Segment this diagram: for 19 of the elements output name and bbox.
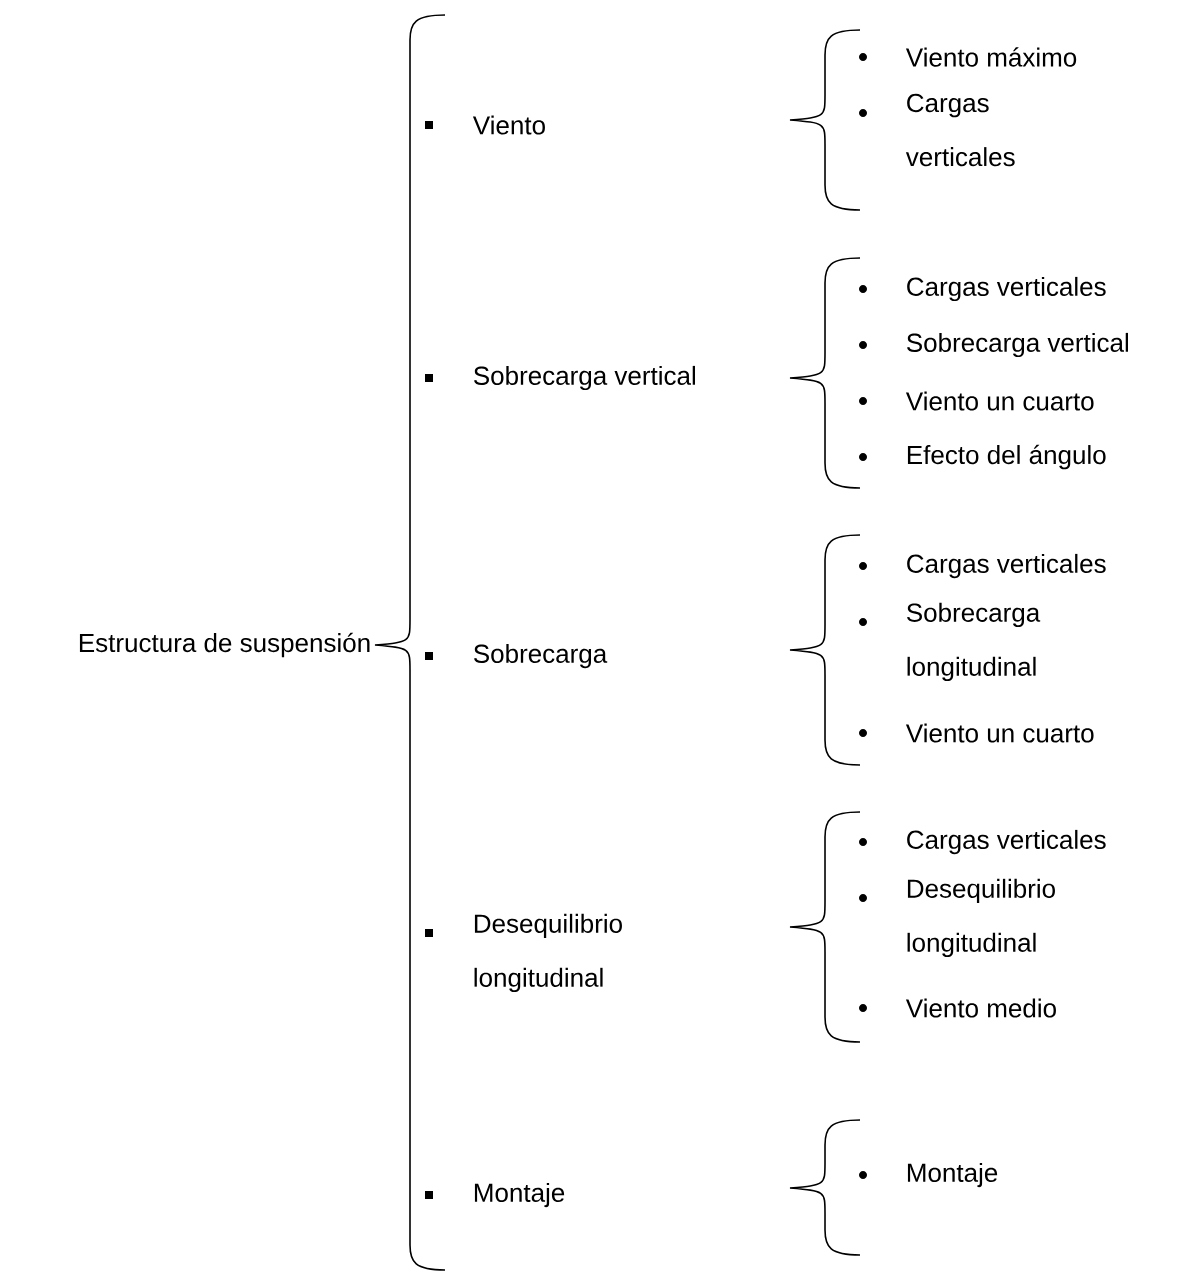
item-label: Cargas verticales (905, 93, 1015, 167)
item-label: Desequilibrio longitudinal (474, 913, 622, 993)
root-label: Estructura de suspensión (79, 632, 370, 658)
item-label: Cargas verticales (907, 276, 1106, 302)
item-label: Montaje (907, 1162, 998, 1188)
item-label: Desequilibrio longitudinal (907, 878, 1055, 958)
item-label: Viento un cuarto (905, 391, 1094, 411)
item-label: Montaje (474, 1182, 565, 1208)
item-label: Sobrecarga (474, 643, 608, 669)
item-label: Viento máximo (905, 47, 1077, 67)
item-label: Cargas verticales (907, 829, 1106, 855)
item-label: Sobrecarga vertical (907, 332, 1128, 358)
item-label: Sobrecarga longitudinal (907, 602, 1041, 682)
item-label: Efecto del ángulo (907, 444, 1106, 470)
item-label: Sobrecarga vertical (474, 365, 695, 391)
item-label: Viento (472, 115, 545, 135)
item-label: Viento un cuarto (905, 723, 1094, 743)
item-label: Viento medio (905, 998, 1056, 1018)
item-label: Cargas verticales (907, 553, 1106, 579)
